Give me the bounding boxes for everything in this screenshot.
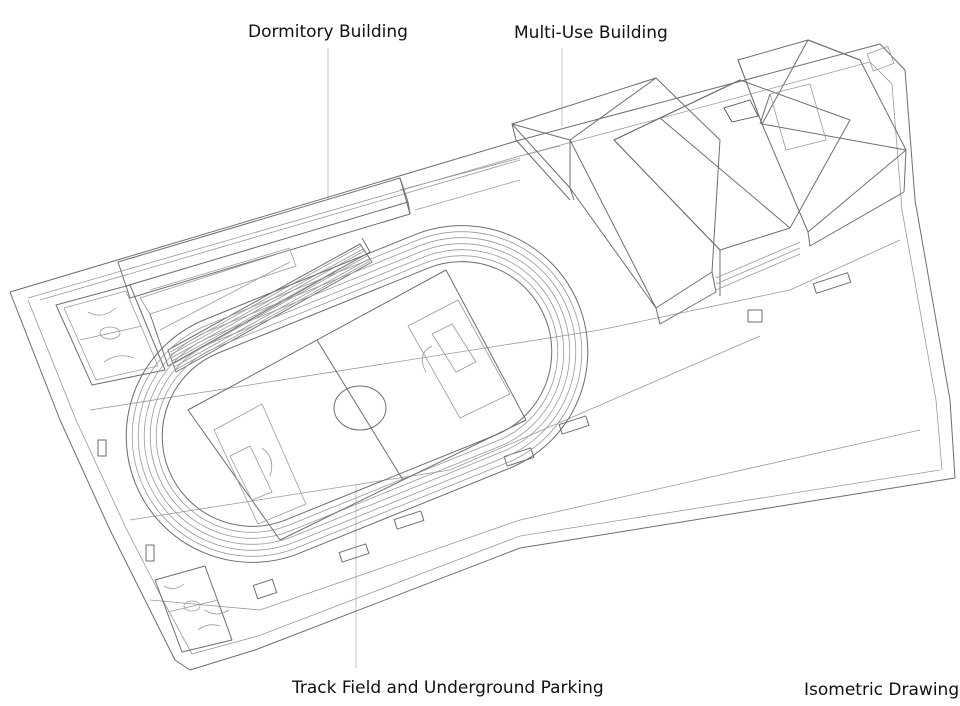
dormitory-building	[117, 177, 411, 367]
site-small-structures	[97, 272, 852, 600]
label-track-field: Track Field and Underground Parking	[292, 678, 604, 698]
site-boundary	[9, 43, 956, 671]
basketball-court-lower-left	[154, 565, 233, 653]
site-roads	[39, 157, 921, 611]
label-multi-use-building: Multi-Use Building	[514, 23, 668, 43]
running-track	[125, 225, 589, 563]
multi-use-building	[511, 39, 907, 325]
label-dormitory-building: Dormitory Building	[248, 22, 408, 42]
football-field	[187, 269, 527, 541]
basketball-court-upper-left	[55, 284, 166, 386]
label-drawing-type: Isometric Drawing	[804, 680, 960, 700]
